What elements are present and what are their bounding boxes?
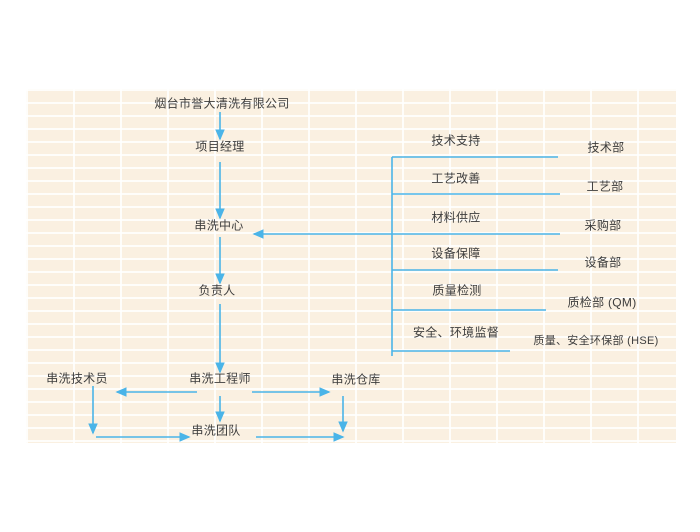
node-cleaning-center: 串洗中心 [194, 218, 244, 233]
spreadsheet-grid [26, 89, 676, 443]
node-technician: 串洗技术员 [46, 371, 108, 386]
department-tech: 技术部 [587, 140, 625, 155]
function-material-supply: 材料供应 [431, 210, 481, 225]
department-quality-qm: 质检部 (QM) [567, 295, 637, 310]
node-warehouse: 串洗仓库 [331, 372, 381, 387]
node-team: 串洗团队 [191, 423, 241, 438]
node-project-manager: 项目经理 [195, 139, 245, 154]
department-purchasing: 采购部 [584, 218, 622, 233]
node-leader: 负责人 [198, 283, 236, 298]
node-company: 烟台市誉大清洗有限公司 [154, 96, 290, 111]
department-hse: 质量、安全环保部 (HSE) [533, 335, 659, 347]
function-tech-support: 技术支持 [431, 133, 481, 148]
function-process-improvement: 工艺改善 [431, 171, 481, 186]
department-process: 工艺部 [586, 179, 624, 194]
function-quality-inspection: 质量检测 [432, 283, 482, 298]
department-equipment: 设备部 [584, 255, 622, 270]
function-equipment-support: 设备保障 [431, 246, 481, 261]
node-engineer: 串洗工程师 [189, 371, 251, 386]
function-safety-env-supervision: 安全、环境监督 [412, 325, 500, 340]
